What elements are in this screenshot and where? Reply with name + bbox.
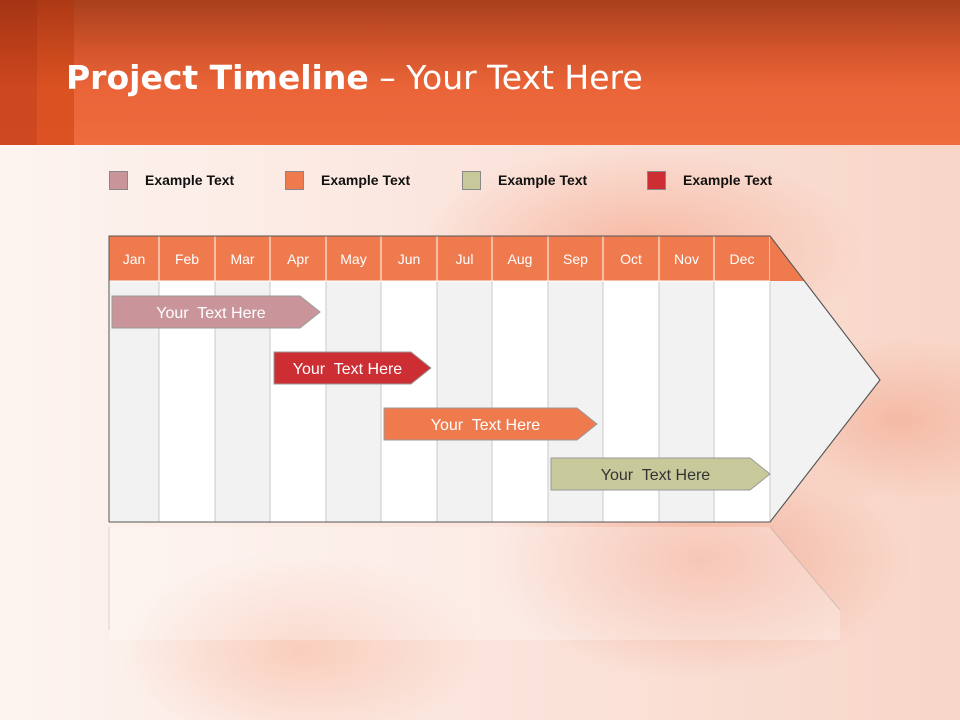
legend-label: Example Text [498,172,588,188]
legend-label: Example Text [683,172,773,188]
reflection-line [769,526,841,611]
month-header-cell [713,235,771,282]
month-header-cell [158,235,216,282]
slide-title[interactable]: Project Timeline – Your Text Here [66,58,643,97]
month-label: Feb [175,251,199,267]
month-header-cell [269,235,327,282]
month-label: Dec [730,251,755,267]
month-label: Jul [456,251,474,267]
title-banner: Project Timeline – Your Text Here [0,0,960,145]
bar-label: Your Text Here [293,361,403,378]
month-label: May [340,251,366,267]
month-label: Jan [123,251,146,267]
month-header-cell [108,235,160,282]
bar-label: Your Text Here [156,305,266,322]
month-column [325,280,382,523]
legend-label: Example Text [321,172,411,188]
legend-label: Example Text [145,172,235,188]
timeline-bar[interactable] [111,295,321,329]
month-label: Sep [563,251,588,267]
month-header-cell [602,235,660,282]
slide-title-bold: Project Timeline [66,58,369,97]
timeline-bar[interactable] [550,457,771,491]
legend-swatch [109,171,128,190]
timeline-bar[interactable] [383,407,598,441]
slide-title-rest: – Your Text Here [368,58,643,97]
month-header-cell [214,235,271,282]
legend-swatch [647,171,666,190]
month-column [491,280,549,523]
month-header-cell [491,235,549,282]
timeline-outline [108,235,881,523]
month-label: Aug [508,251,533,267]
month-label: Mar [230,251,254,267]
month-column [436,280,493,523]
month-column [380,280,438,523]
banner-accent-strip [37,0,74,145]
legend-swatch [462,171,481,190]
bar-label: Your Text Here [431,417,541,434]
month-label: Oct [620,251,642,267]
legend-swatch [285,171,304,190]
month-label: Nov [674,251,699,267]
bar-label: Your Text Here [601,467,711,484]
month-header-cell [436,235,493,282]
timeline-reflection [109,527,840,640]
month-label: Apr [287,251,309,267]
banner-accent-strip [0,0,37,145]
month-header-cell [380,235,438,282]
month-label: Jun [398,251,421,267]
month-header-cell [547,235,604,282]
timeline-bar[interactable] [273,351,432,385]
